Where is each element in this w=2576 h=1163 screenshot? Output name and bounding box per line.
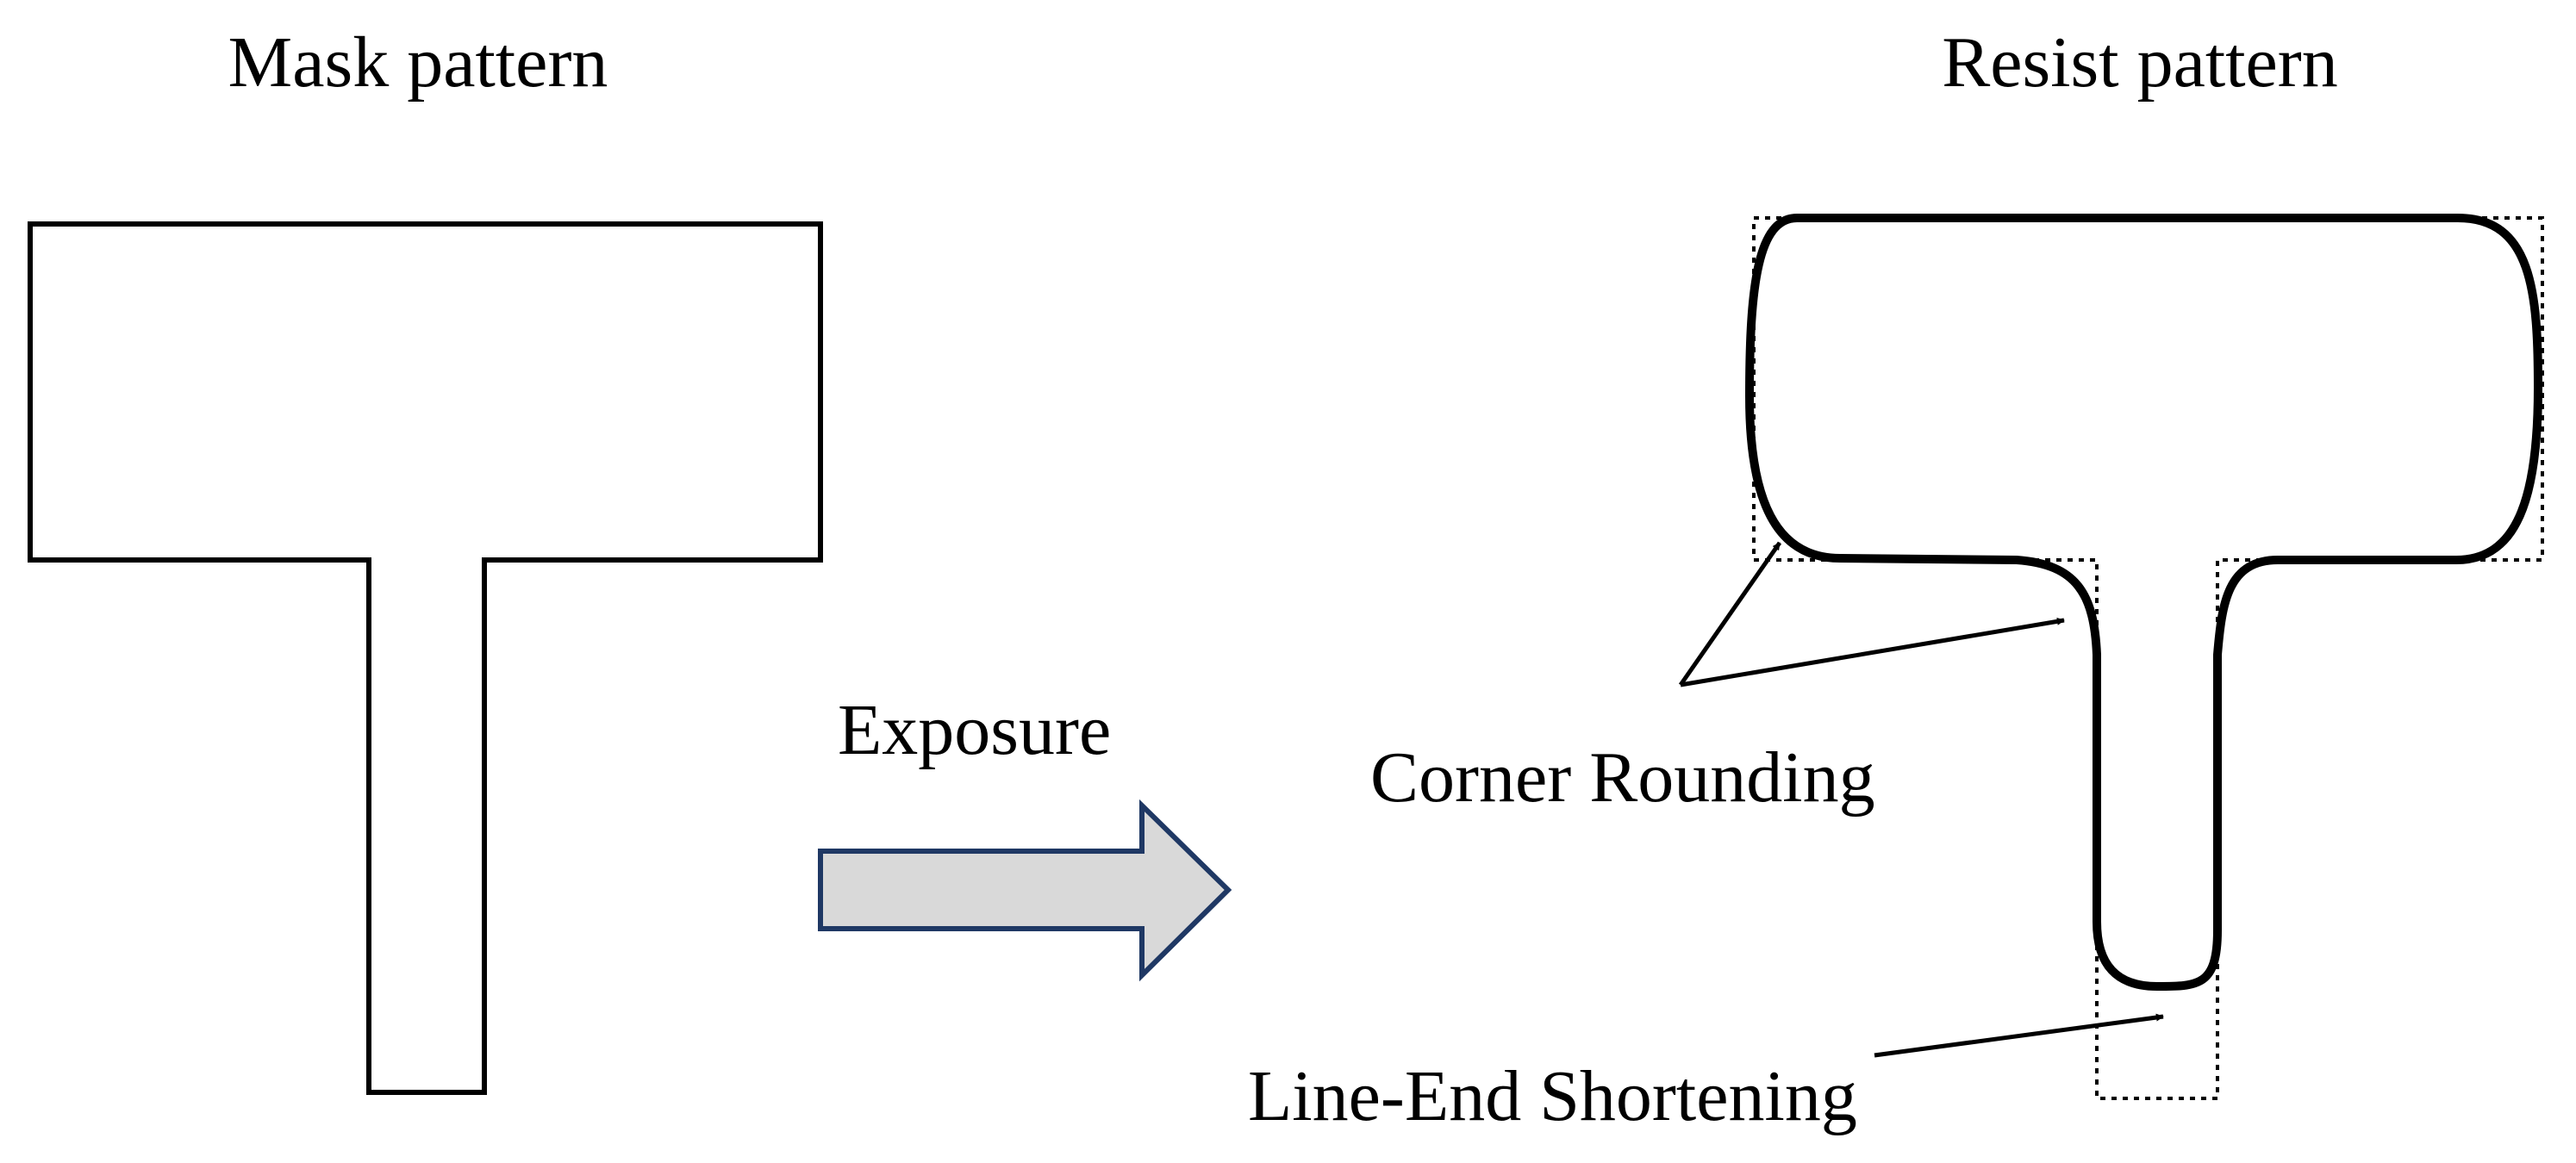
- corner-rounding-arrow-2: [1680, 617, 2065, 687]
- line-end-shortening-label: Line-End Shortening: [1248, 1056, 1857, 1136]
- mask-pattern-title: Mask pattern: [228, 22, 608, 103]
- line-end-shortening-arrow: [1874, 1013, 2164, 1058]
- ideal-mask-outline: [1752, 216, 2544, 1100]
- corner-rounding-arrow-1: [1678, 541, 1782, 687]
- corner-rounding-label: Corner Rounding: [1370, 737, 1875, 818]
- resist-rounded-shape: [1745, 214, 2542, 991]
- resist-pattern-title: Resist pattern: [1942, 22, 2338, 103]
- exposure-arrow: [818, 799, 1232, 982]
- mask-t-shape: [28, 221, 823, 1095]
- exposure-label: Exposure: [838, 690, 1111, 770]
